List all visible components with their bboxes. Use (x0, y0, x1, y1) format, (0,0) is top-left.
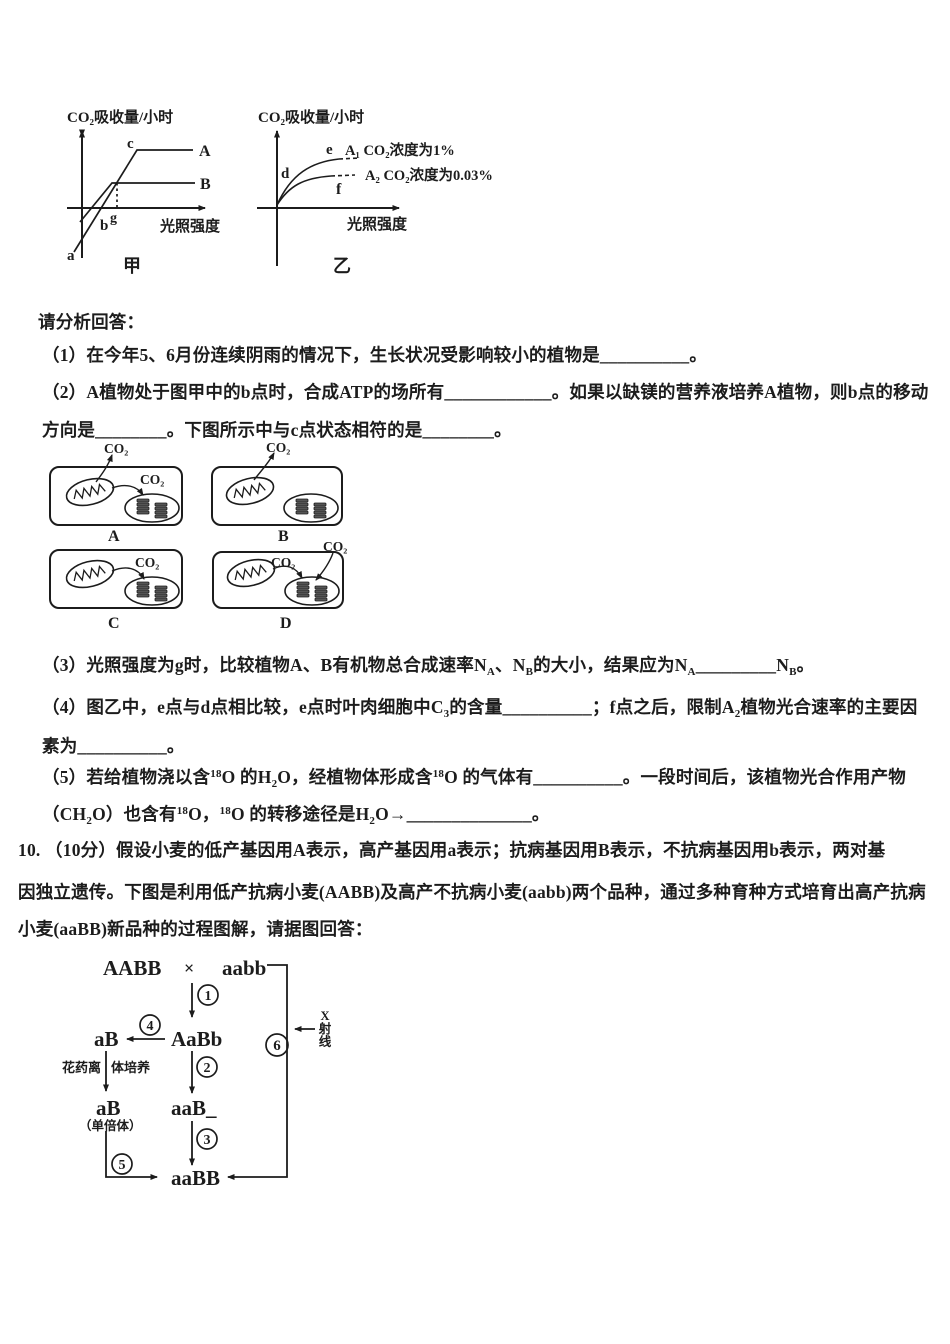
svg-text:3: 3 (204, 1133, 211, 1148)
breeding-parent2: aabb (222, 956, 266, 980)
graph-yi-curve1-label: A₁ CO₂浓度为1% (345, 141, 455, 159)
cell-b-mitochondrion-icon (222, 472, 278, 510)
cell-d-co2-inside-label: CO₂ (271, 555, 295, 570)
graph-jia-point-a: a (67, 248, 75, 264)
cell-d-co2-to-chloroplast-arrow (272, 565, 303, 579)
cell-a-letter: A (108, 528, 120, 545)
breeding-cross-symbol: × (184, 958, 194, 978)
question-4-line-1: （4）图乙中，e点与d点相比较，e点时叶肉细胞中C3的含量__________；… (42, 697, 918, 720)
question-5-line-2: （CH2O）也含有18O，18O 的转移途径是H2O→_____________… (42, 804, 550, 827)
cell-c-co2-inside-label: CO₂ (135, 555, 159, 570)
graph-jia-point-g: g (110, 211, 117, 226)
svg-text:1: 1 (205, 989, 212, 1004)
breeding-xray-label-1: X (320, 1009, 329, 1023)
graph-yi-curve-a1-dashed-end (338, 157, 361, 160)
cell-b-membrane (211, 466, 343, 526)
cell-c-membrane (49, 549, 183, 609)
question-1-line: （1）在今年5、6月份连续阴雨的情况下，生长状况受影响较小的植物是_______… (42, 345, 708, 365)
cell-d-mitochondrion-icon (223, 554, 279, 592)
svg-text:4: 4 (147, 1019, 154, 1034)
breeding-step4-badge: 4 (139, 1014, 161, 1036)
question-4-line-2: 素为__________。 (42, 736, 185, 756)
graph-yi-curve-a2-dashed-end (330, 174, 356, 177)
graph-jia-x-axis-label: 光照强度 (159, 217, 221, 235)
cell-a: CO₂ CO₂ A (49, 441, 183, 545)
cell-d-letter: D (280, 615, 292, 632)
analysis-intro-line: 请分析回答： (38, 312, 145, 332)
breeding-aab-blank: aaB_ (171, 1096, 217, 1120)
cell-a-chloroplast-icon (125, 494, 179, 522)
cell-b-co2-outside-label: CO₂ (266, 440, 290, 455)
graph-jia-plant-b-curve (79, 182, 195, 223)
breeding-step1-badge: 1 (197, 984, 219, 1006)
question-2-line-2: 方向是________。下图所示中与c点状态相符的是________。 (42, 420, 512, 440)
cell-a-co2-outside-label: CO₂ (104, 441, 128, 456)
graph-yi-caption: 乙 (333, 256, 351, 276)
graph-yi-point-f: f (336, 181, 342, 198)
question-2-line-1: （2）A植物处于图甲中的b点时，合成ATP的场所有____________。如果… (42, 382, 929, 402)
cell-c-co2-to-chloroplast-arrow (111, 567, 145, 580)
cell-d-co2-in-arrow (315, 552, 334, 581)
cell-c: CO₂ C (49, 549, 183, 632)
cell-a-co2-to-chloroplast-arrow (111, 484, 144, 496)
breeding-arrow-step5 (105, 1131, 158, 1180)
question-3-line: （3）光照强度为g时，比较植物A、B有机物总合成速率NA、NB的大小，结果应为N… (42, 655, 815, 678)
cell-a-co2-inside-label: CO₂ (140, 472, 164, 487)
breeding-arrow-step6 (227, 964, 288, 1180)
cell-d-chloroplast-icon (285, 577, 339, 605)
breeding-gamete-ab: aB (94, 1027, 119, 1051)
breeding-f1: AaBb (171, 1027, 222, 1051)
cell-b: CO₂ B (211, 440, 343, 545)
breeding-haploid-note: （单倍体） (79, 1118, 142, 1133)
cell-d-membrane (212, 551, 344, 609)
graph-jia-point-c: c (127, 136, 134, 152)
graph-jia-caption: 甲 (123, 256, 141, 276)
graph-jia-y-axis-label: CO₂吸收量/小时 (67, 108, 173, 126)
breeding-parent1: AABB (103, 956, 161, 980)
breeding-step2-badge: 2 (196, 1056, 218, 1078)
question-10-line-2: 因独立遗传。下图是利用低产抗病小麦(AABB)及高产不抗病小麦(aabb)两个品… (18, 882, 926, 902)
graph-jia-plant-a-curve (73, 149, 193, 253)
graph-yi-point-e: e (326, 142, 333, 158)
breeding-xray-label-2: 射 (318, 1021, 332, 1036)
breeding-step5-badge: 5 (111, 1153, 133, 1175)
graph-yi-curve2-label: A₂ CO₂浓度为0.03% (365, 166, 493, 184)
breeding-anther-culture-right-label: 体培养 (111, 1060, 151, 1075)
cell-a-co2-out-arrow (95, 454, 113, 483)
cell-a-membrane (49, 466, 183, 526)
breeding-xray-label-3: 线 (319, 1034, 332, 1049)
question-10-line-3: 小麦(aaBB)新品种的过程图解，请据图回答： (18, 919, 373, 939)
graph-jia-point-b: b (100, 218, 108, 234)
graph-jia-line-a-label: A (199, 143, 211, 160)
svg-text:5: 5 (119, 1158, 126, 1173)
breeding-haploid-ab: aB (96, 1096, 121, 1120)
svg-text:2: 2 (204, 1061, 211, 1076)
graph-jia-line-b-label: B (200, 176, 211, 193)
breeding-diagram: AABB × aabb AaBb aB aB （单倍体） aaB_ aaBB 花… (62, 956, 332, 1190)
graph-jia: CO₂吸收量/小时 a b c g A B 光照强度 甲 (67, 108, 221, 276)
cell-c-chloroplast-icon (125, 577, 179, 605)
breeding-anther-culture-left-label: 花药离 (62, 1060, 101, 1075)
breeding-step3-badge: 3 (196, 1128, 218, 1150)
breeding-final-aabb: aaBB (171, 1166, 220, 1190)
cell-b-chloroplast-icon (284, 494, 338, 522)
breeding-step6-badge: 6 (265, 1033, 289, 1057)
graph-yi-point-d: d (281, 166, 290, 182)
graph-yi-y-axis-label: CO₂吸收量/小时 (258, 108, 364, 126)
cell-b-co2-out-arrow (253, 452, 275, 481)
cell-b-letter: B (278, 528, 289, 545)
question-10-line-1: 10. （10分）假设小麦的低产基因用A表示，高产基因用a表示；抗病基因用B表示… (18, 840, 886, 860)
graph-yi-x-axis-label: 光照强度 (346, 215, 408, 233)
cell-d-co2-outside-label: CO₂ (323, 539, 347, 554)
cell-c-mitochondrion-icon (62, 555, 118, 593)
graph-yi-curve-a2 (276, 175, 332, 206)
cell-d: CO₂ CO₂ D (212, 539, 347, 632)
cell-a-mitochondrion-icon (62, 473, 118, 511)
question-5-line-1: （5）若给植物浇以含18O 的H2O，经植物体形成含18O 的气体有______… (42, 767, 906, 790)
graph-yi: CO₂吸收量/小时 d e f A₁ CO₂浓度为1% A₂ CO₂浓度为0.0… (257, 108, 493, 276)
svg-text:6: 6 (273, 1038, 281, 1054)
cell-diagrams: CO₂ CO₂ A CO₂ B CO₂ C (49, 440, 347, 632)
graph-yi-curve-a1 (276, 158, 340, 206)
cell-c-letter: C (108, 615, 120, 632)
